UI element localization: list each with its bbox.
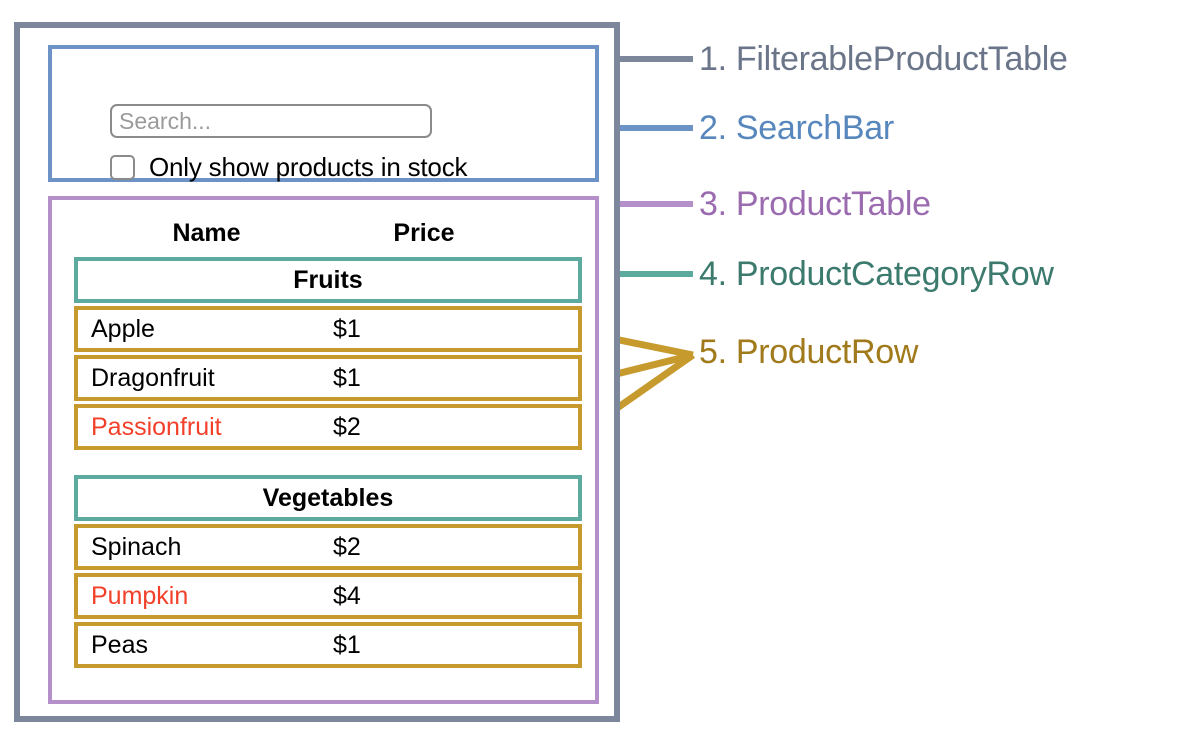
product-name: Apple bbox=[91, 314, 155, 343]
product-price: $2 bbox=[333, 412, 361, 441]
product-category-label: Vegetables bbox=[262, 483, 394, 512]
product-price: $1 bbox=[333, 314, 361, 343]
column-header-price: Price bbox=[393, 218, 455, 247]
legend-item-filterable-product-table: 1. FilterableProductTable bbox=[699, 40, 1068, 78]
product-name: Peas bbox=[91, 630, 148, 659]
product-name: Spinach bbox=[91, 532, 182, 561]
product-name: Passionfruit bbox=[91, 412, 222, 441]
product-row: Passionfruit $2 bbox=[74, 404, 582, 450]
search-bar-container: Only show products in stock bbox=[48, 45, 599, 182]
search-input[interactable] bbox=[110, 104, 432, 138]
product-category-label: Fruits bbox=[293, 265, 363, 294]
product-row: Pumpkin $4 bbox=[74, 573, 582, 619]
product-row: Peas $1 bbox=[74, 622, 582, 668]
legend-item-product-category-row: 4. ProductCategoryRow bbox=[699, 255, 1054, 293]
only-in-stock-label: Only show products in stock bbox=[149, 152, 468, 182]
group-spacer bbox=[74, 453, 582, 475]
product-table-rows: Fruits Apple $1 Dragonfruit $1 Passionfr… bbox=[74, 257, 582, 671]
only-in-stock-checkbox[interactable] bbox=[110, 155, 135, 180]
product-table-container: Name Price Fruits Apple $1 Dragonfruit $… bbox=[48, 196, 599, 704]
column-header-name: Name bbox=[172, 218, 241, 247]
legend-item-search-bar: 2. SearchBar bbox=[699, 109, 894, 147]
product-price: $4 bbox=[333, 581, 361, 610]
product-price: $1 bbox=[333, 630, 361, 659]
product-row: Dragonfruit $1 bbox=[74, 355, 582, 401]
product-price: $1 bbox=[333, 363, 361, 392]
legend-item-product-table: 3. ProductTable bbox=[699, 185, 931, 223]
product-category-row: Vegetables bbox=[74, 475, 582, 521]
legend-item-product-row: 5. ProductRow bbox=[699, 333, 919, 371]
product-row: Spinach $2 bbox=[74, 524, 582, 570]
product-category-row: Fruits bbox=[74, 257, 582, 303]
stock-filter-row[interactable]: Only show products in stock bbox=[110, 152, 467, 183]
product-table-header: Name Price bbox=[74, 212, 574, 254]
product-name: Dragonfruit bbox=[91, 363, 215, 392]
product-row: Apple $1 bbox=[74, 306, 582, 352]
filterable-product-table-container: Only show products in stock Name Price F… bbox=[14, 22, 620, 722]
product-price: $2 bbox=[333, 532, 361, 561]
product-name: Pumpkin bbox=[91, 581, 189, 610]
